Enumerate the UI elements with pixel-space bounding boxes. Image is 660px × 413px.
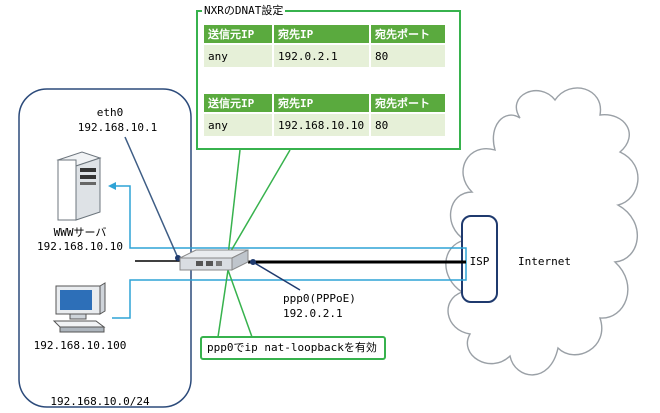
table-row: any 192.0.2.1 80	[204, 45, 445, 67]
cell-source-ip: any	[204, 45, 272, 67]
router-device	[179, 249, 249, 271]
pc-ip: 192.168.10.100	[33, 339, 127, 352]
dnat-table-before: 送信元IP 宛先IP 宛先ポート any 192.0.2.1 80	[202, 23, 447, 69]
dnat-panel-title: NXRのDNAT設定	[202, 2, 286, 18]
cell-dest-port: 80	[371, 114, 445, 136]
loopback-path	[112, 185, 467, 319]
cell-dest-ip: 192.168.10.10	[274, 114, 369, 136]
isp-box	[461, 215, 498, 303]
cell-dest-ip: 192.0.2.1	[274, 45, 369, 67]
header-dest-port: 宛先ポート	[371, 25, 445, 43]
server-label: WWWサーバ	[53, 226, 107, 239]
table-row: any 192.168.10.10 80	[204, 114, 445, 136]
internet-label: Internet	[518, 255, 571, 268]
cell-source-ip: any	[204, 114, 272, 136]
header-dest-ip: 宛先IP	[274, 25, 369, 43]
subnet-label: 192.168.10.0/24	[50, 395, 150, 408]
isp-label: ISP	[469, 255, 490, 268]
pc-icon	[52, 282, 106, 333]
dnat-table-after: 送信元IP 宛先IP 宛先ポート any 192.168.10.10 80	[202, 92, 447, 138]
header-dest-ip: 宛先IP	[274, 94, 369, 112]
server-tower-icon	[56, 151, 102, 221]
eth0-label: eth0	[96, 106, 124, 119]
header-source-ip: 送信元IP	[204, 25, 272, 43]
internet-cloud	[445, 87, 639, 376]
cell-dest-port: 80	[371, 45, 445, 67]
nat-loopback-callout: ppp0でip nat-loopbackを有効	[200, 336, 386, 360]
header-source-ip: 送信元IP	[204, 94, 272, 112]
ppp0-label: ppp0(PPPoE)	[283, 292, 356, 305]
table-header-row: 送信元IP 宛先IP 宛先ポート	[204, 25, 445, 43]
eth0-ip: 192.168.10.1	[77, 121, 158, 134]
server-ip: 192.168.10.10	[36, 240, 124, 253]
ppp0-ip: 192.0.2.1	[283, 307, 343, 320]
table-header-row: 送信元IP 宛先IP 宛先ポート	[204, 94, 445, 112]
header-dest-port: 宛先ポート	[371, 94, 445, 112]
